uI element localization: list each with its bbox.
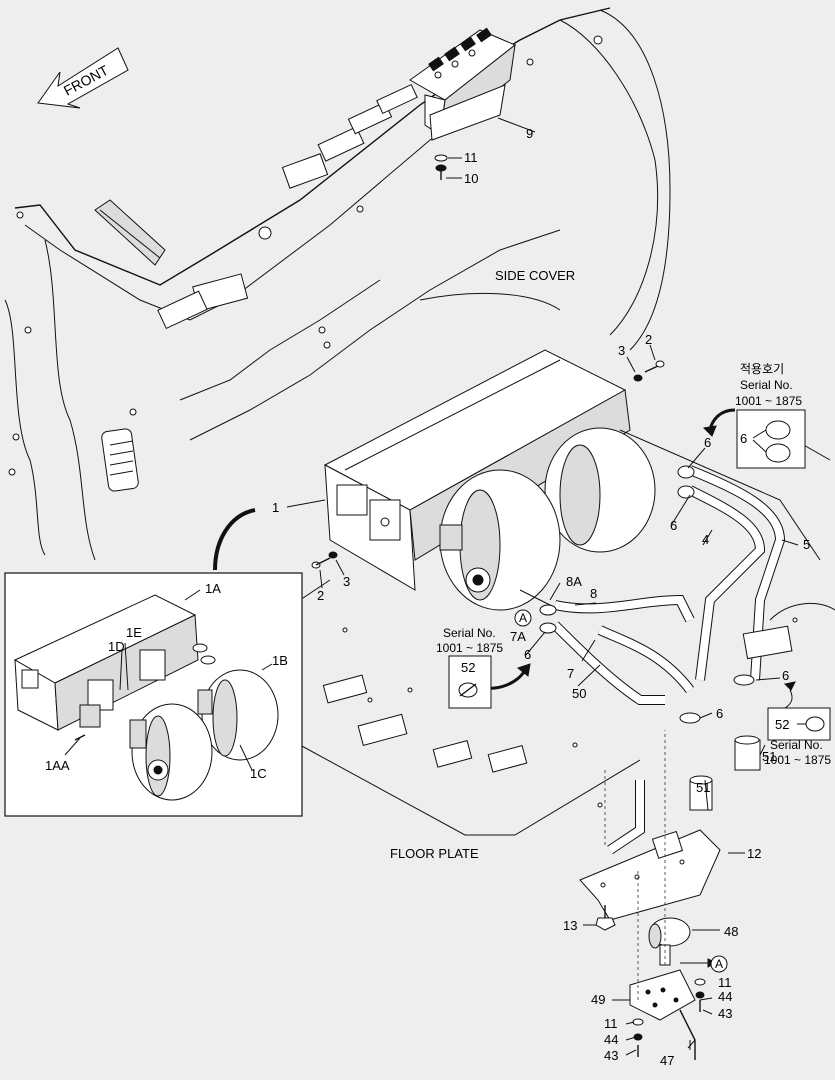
control-panel-part-9 xyxy=(409,27,536,180)
serial-range: 1001 ~ 1875 xyxy=(764,753,831,767)
callout-8: 8 xyxy=(590,586,597,601)
callout-6: 6 xyxy=(782,668,789,683)
callout-11: 11 xyxy=(464,150,478,165)
detail-ref-label: A xyxy=(715,957,723,971)
callout-6: 6 xyxy=(740,431,747,446)
callout-9: 9 xyxy=(526,126,533,141)
callout-1D: 1D xyxy=(108,639,125,654)
callout-10: 10 xyxy=(464,171,478,186)
inset-serial-mid-right xyxy=(767,707,831,741)
callout-1A: 1A xyxy=(205,581,221,596)
side-cover-label: SIDE COVER xyxy=(495,268,575,283)
callout-43: 43 xyxy=(604,1048,618,1063)
callout-13: 13 xyxy=(563,918,577,933)
callout-50: 50 xyxy=(572,686,586,701)
callout-3: 3 xyxy=(343,574,350,589)
callout-5: 5 xyxy=(803,537,810,552)
detail-ref-label: A xyxy=(519,611,527,625)
serial-range: 1001 ~ 1875 xyxy=(436,641,503,655)
floor-plate-label: FLOOR PLATE xyxy=(390,846,479,861)
serial-range: 1001 ~ 1875 xyxy=(735,394,802,408)
callout-3: 3 xyxy=(618,343,625,358)
bracket-plate-part-12 xyxy=(579,829,745,931)
detail-ref-circle xyxy=(710,955,728,973)
callout-2: 2 xyxy=(317,588,324,603)
callout-7A: 7A xyxy=(510,629,526,644)
callout-51: 51 xyxy=(762,749,776,764)
callout-49: 49 xyxy=(591,992,605,1007)
heater-unit-part-1 xyxy=(323,349,656,611)
callout-1B: 1B xyxy=(272,653,288,668)
callout-1E: 1E xyxy=(126,625,142,640)
callout-4: 4 xyxy=(702,532,709,547)
front-arrow: FRONT xyxy=(37,47,129,109)
callout-1AA: 1AA xyxy=(45,758,70,773)
inset-serial-top-right xyxy=(736,409,806,469)
callout-48: 48 xyxy=(724,924,738,939)
serial-label: Serial No. xyxy=(740,378,793,392)
callout-6: 6 xyxy=(704,435,711,450)
detail-ref-circle xyxy=(514,609,532,627)
callout-44: 44 xyxy=(718,989,732,1004)
callout-6: 6 xyxy=(716,706,723,721)
cab-outline xyxy=(4,7,671,561)
inset-serial-mid-left xyxy=(448,655,492,709)
callout-6: 6 xyxy=(524,647,531,662)
callout-11: 11 xyxy=(718,975,732,990)
callout-52: 52 xyxy=(775,717,789,732)
callout-51: 51 xyxy=(696,780,710,795)
callout-52: 52 xyxy=(461,660,475,675)
callout-47: 47 xyxy=(660,1053,674,1068)
callout-7: 7 xyxy=(567,666,574,681)
callout-1: 1 xyxy=(272,500,279,515)
callout-44: 44 xyxy=(604,1032,618,1047)
callout-leaders xyxy=(286,447,799,1056)
korean-applicability-label: 적용호기 xyxy=(740,362,784,376)
callout-43: 43 xyxy=(718,1006,732,1021)
callout-1C: 1C xyxy=(250,766,267,781)
valve-assembly xyxy=(612,917,720,1060)
callout-6: 6 xyxy=(670,518,677,533)
serial-label: Serial No. xyxy=(770,738,823,752)
callout-8A: 8A xyxy=(566,574,582,589)
callout-11: 11 xyxy=(604,1016,618,1031)
hardware-bolts xyxy=(311,344,665,589)
serial-label: Serial No. xyxy=(443,626,496,640)
callout-2: 2 xyxy=(645,332,652,347)
hoses xyxy=(539,465,786,855)
detail-inset xyxy=(4,572,303,817)
callout-12: 12 xyxy=(747,846,761,861)
